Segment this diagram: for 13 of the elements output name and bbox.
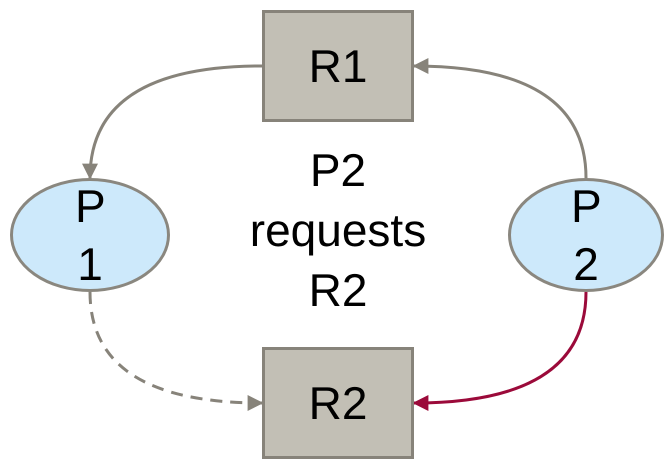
arrow (82, 64, 262, 180)
arrow (412, 292, 588, 411)
resource-box (262, 347, 414, 459)
process-ellipse (508, 178, 664, 292)
arrow (412, 58, 588, 178)
process-label: P2 (571, 179, 601, 292)
caption-text: P2 requests R2 (248, 143, 428, 318)
resource-box (262, 10, 414, 122)
resource-label: R1 (308, 40, 368, 92)
resource-label: R2 (308, 378, 368, 428)
arrow (88, 292, 264, 411)
process-label: P1 (75, 179, 105, 292)
process-ellipse (10, 178, 170, 292)
